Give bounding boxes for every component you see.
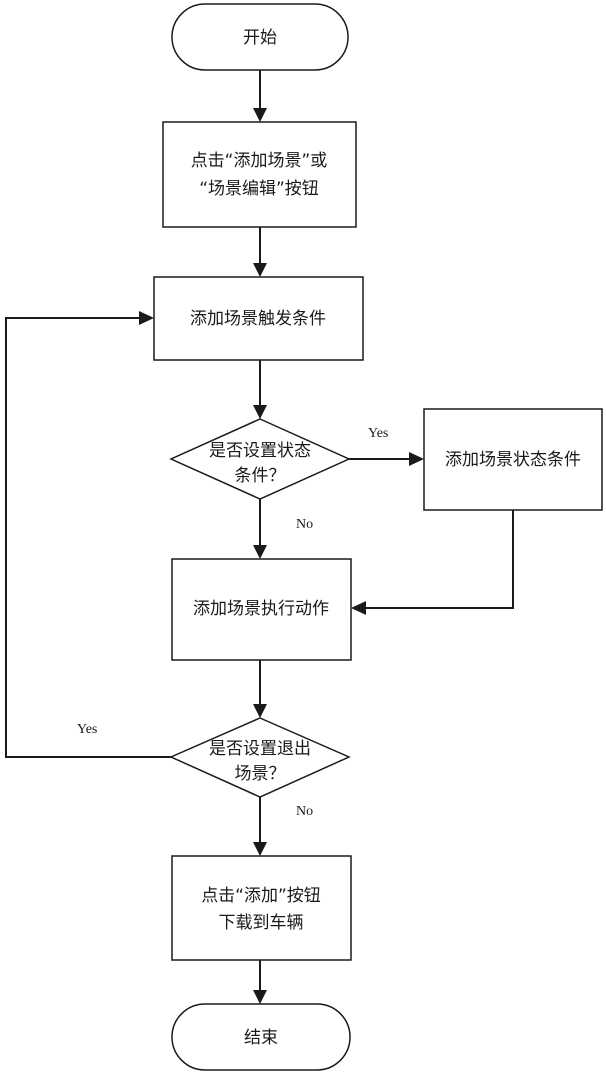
step-add-state-condition-label: 添加场景状态条件 [445, 450, 581, 470]
decision-set-state-condition-line1: 是否设置状态 [209, 441, 311, 461]
arrowhead-step1 [253, 108, 267, 122]
arrowhead-step4 [253, 842, 267, 856]
step-click-add-scene-line1: 点击“添加场景”或 [191, 151, 328, 171]
arrowhead-decision2 [253, 704, 267, 718]
end-label: 结束 [244, 1028, 278, 1048]
step-add-trigger-condition-label: 添加场景触发条件 [190, 309, 326, 329]
decision1-yes-label: Yes [368, 426, 388, 441]
arrowhead-state-condition [409, 452, 424, 466]
arrowhead-decision1 [253, 405, 267, 419]
step-add-trigger-condition [153, 276, 364, 361]
decision-set-exit-scene-line1: 是否设置退出 [209, 739, 311, 759]
decision-set-exit-scene-line2: 场景？ [235, 764, 286, 784]
arrowhead-step3 [253, 545, 267, 559]
arrowhead-step2 [253, 263, 267, 277]
connector-decision2-yes-loop [5, 317, 171, 758]
arrowhead-step2-left [139, 311, 154, 325]
arrowhead-step3-right [351, 601, 366, 615]
decision2-yes-label: Yes [77, 722, 97, 737]
step-add-state-condition [423, 408, 603, 511]
step-click-add-scene [162, 121, 357, 228]
step-download-to-vehicle-line2: 下载到车辆 [219, 913, 304, 933]
arrowhead-end [253, 990, 267, 1004]
step-add-action-label: 添加场景执行动作 [193, 599, 329, 619]
start-label: 开始 [243, 28, 277, 48]
step-click-add-scene-line2: “场景编辑”按钮 [199, 179, 319, 199]
decision1-no-label: No [296, 517, 313, 532]
decision2-no-label: No [296, 804, 313, 819]
step-download-to-vehicle [171, 855, 352, 961]
step-add-action [171, 558, 352, 661]
connector-state-condition-step3 [362, 510, 514, 609]
end-terminal [171, 1003, 351, 1071]
decision-set-state-condition-line2: 条件？ [235, 466, 286, 486]
step-download-to-vehicle-line1: 点击“添加”按钮 [201, 886, 321, 906]
